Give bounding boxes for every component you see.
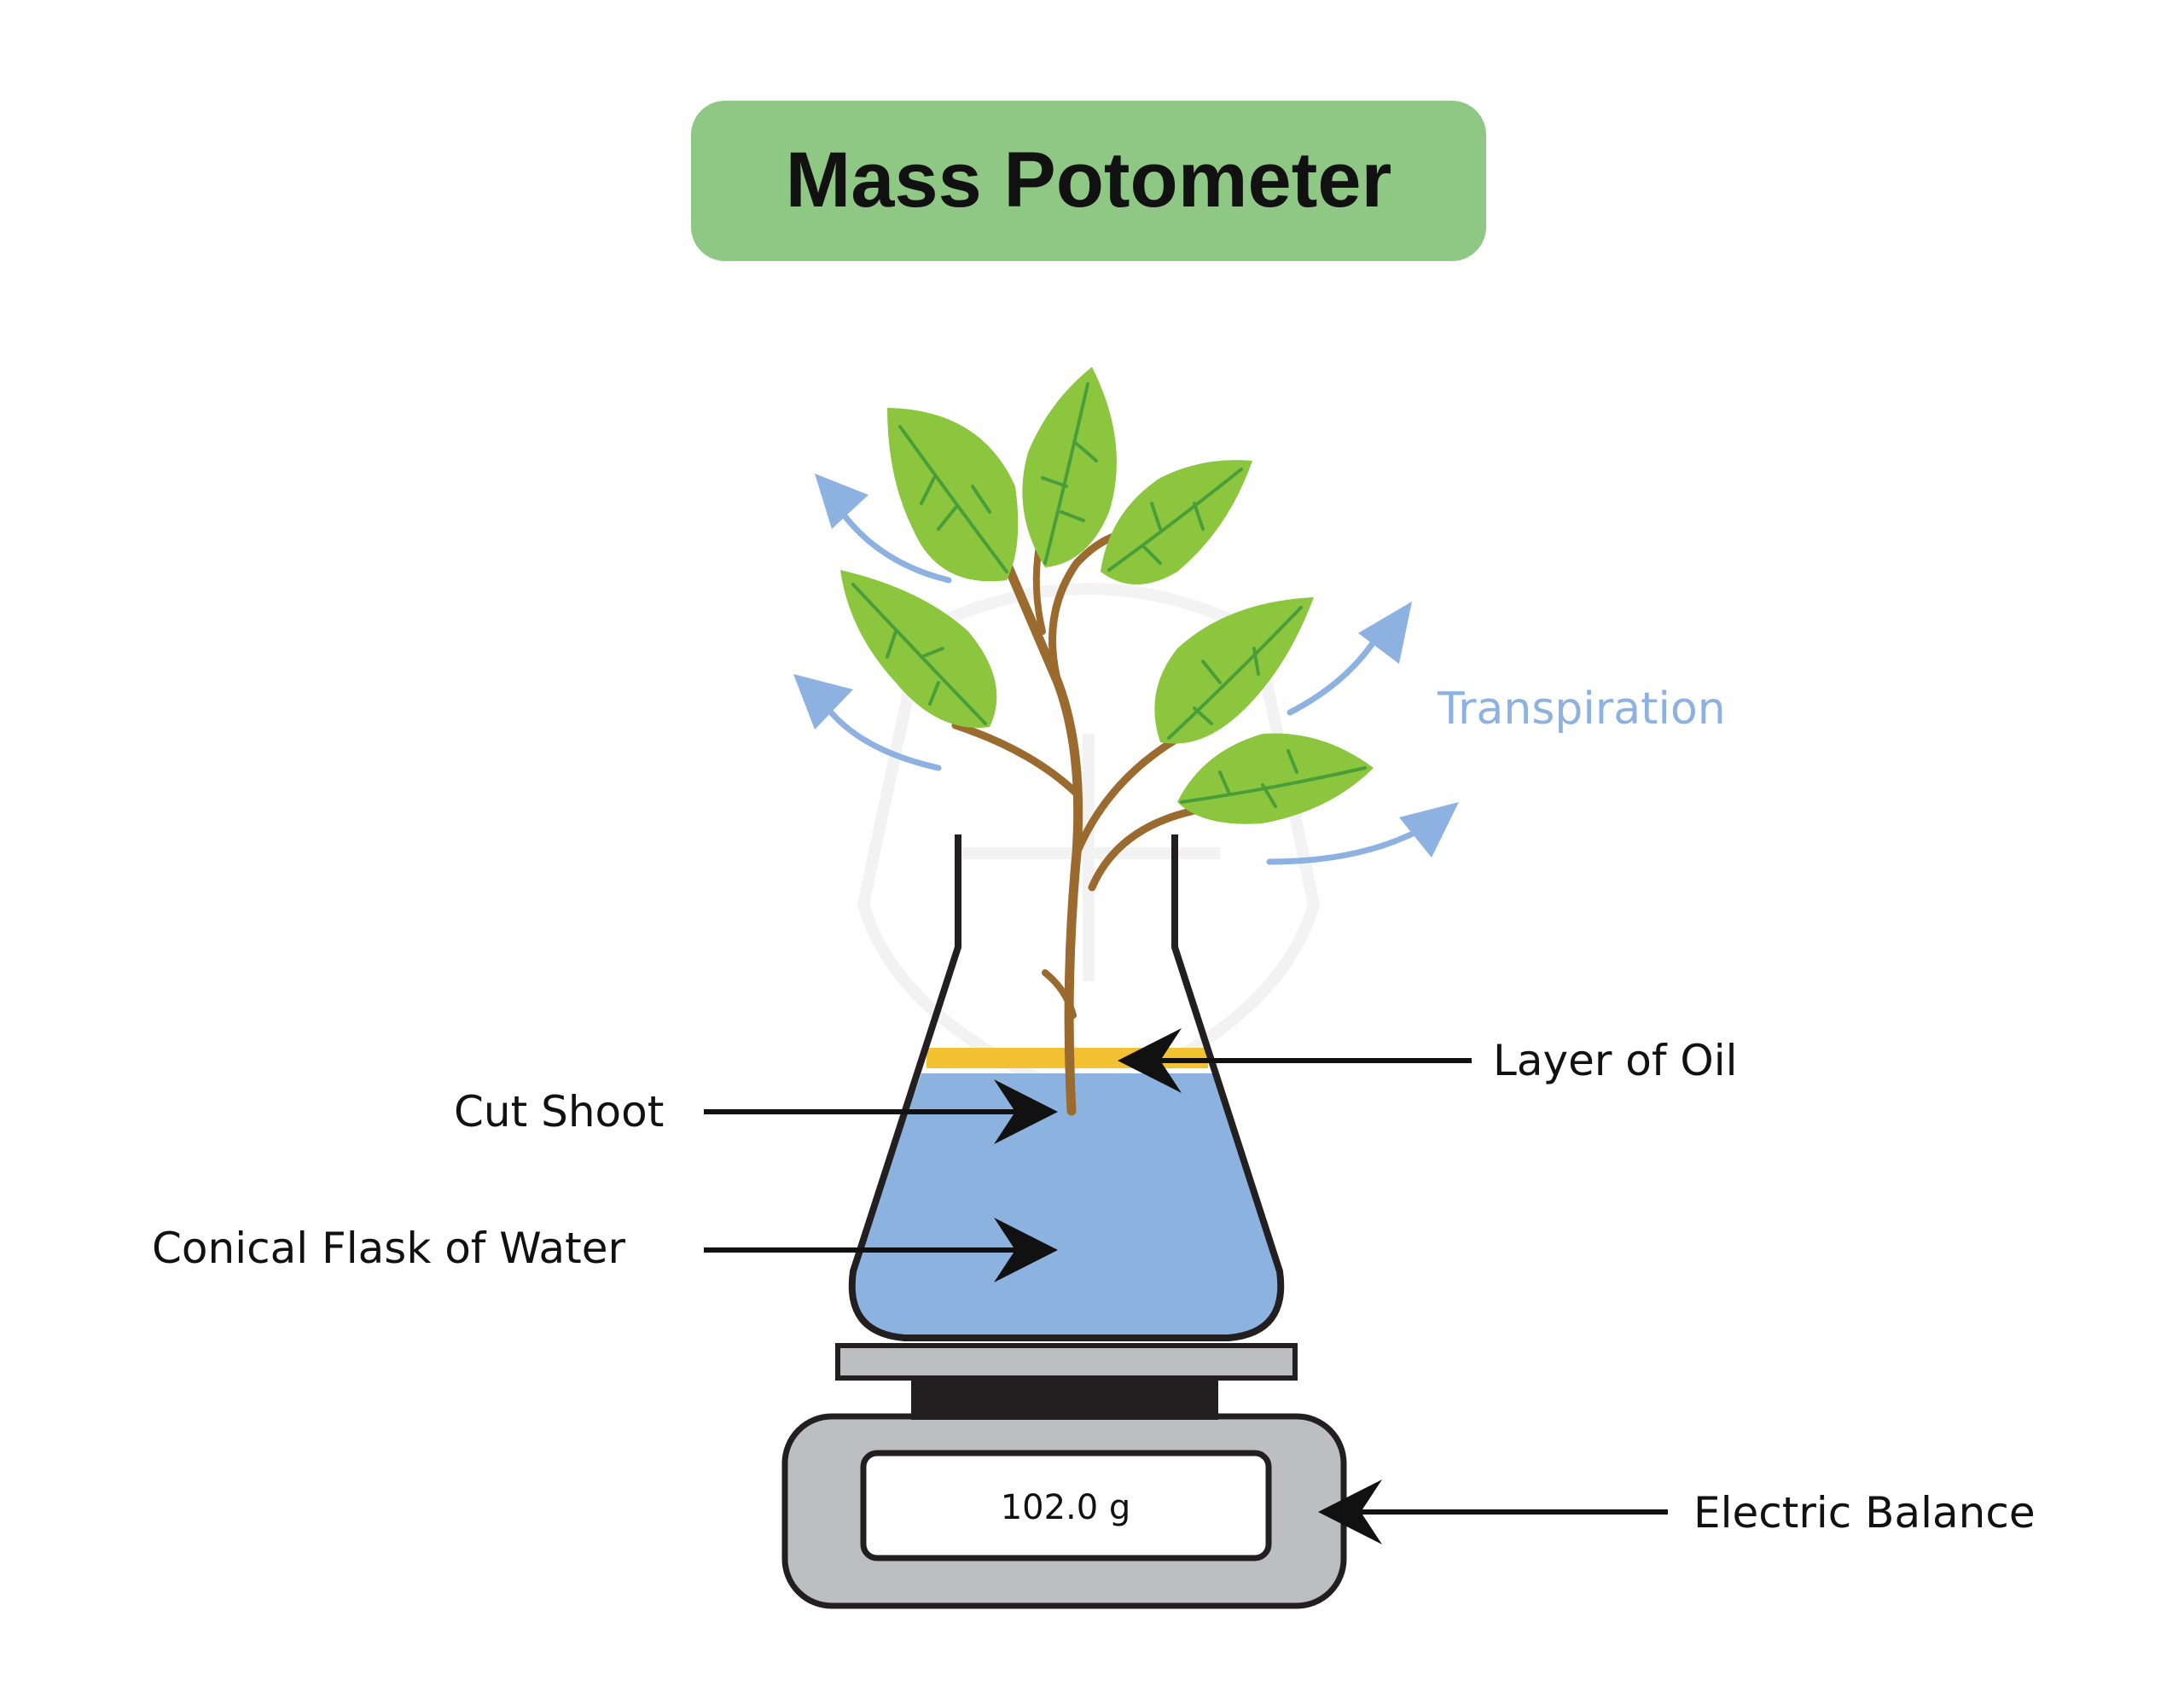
cut-shoot-pointer [704,1079,1058,1144]
cut-shoot-plant [951,529,1199,1116]
electric-balance-label: Electric Balance [1693,1488,2036,1538]
leaf-top-right [1101,460,1252,584]
layer-of-oil-label: Layer of Oil [1493,1036,1738,1085]
page-title: Mass Potometer [786,137,1392,224]
cut-shoot-label: Cut Shoot [454,1087,664,1137]
balance-reading: 102.0 g [1001,1488,1131,1527]
transpiration-arrow-4 [1266,802,1459,865]
transpiration-arrow-1 [815,474,952,584]
leaves [840,367,1374,824]
leaf-middle-left [840,570,997,728]
leaf-middle-right [1154,597,1314,744]
stem-branch-mid [1032,543,1046,635]
transpiration-arrow-3 [1287,602,1412,716]
title-background [691,101,1486,261]
stem-branch-upper [1048,529,1130,687]
transpiration-arrows [793,474,1459,865]
stem-branch-right [1072,730,1190,858]
stem-stub [1042,969,1077,1019]
main-stem [1002,558,1083,1116]
flask-outline [848,834,1285,1341]
water [851,1073,1281,1336]
conical-flask-pointer [704,1218,1058,1282]
leaf-top-left [887,408,1019,582]
balance-neck [911,1375,1218,1420]
leaf-lower-right [1177,733,1374,824]
transpiration-label: Transpiration [1437,683,1726,735]
transpiration-arrow-2 [793,674,942,771]
layer-of-oil-pointer [1118,1028,1472,1093]
title-banner: Mass Potometer [691,101,1486,261]
balance-pan [835,1343,1298,1381]
leaf-top-center [1022,367,1117,567]
balance-display [860,1450,1272,1561]
electric-balance-pointer [1318,1480,1668,1544]
electric-balance: 102.0 g [781,1343,1347,1609]
stem-branch-right-low [1088,806,1199,892]
stem-branch-left [951,721,1081,798]
conical-flask-label: Conical Flask of Water [152,1224,626,1273]
